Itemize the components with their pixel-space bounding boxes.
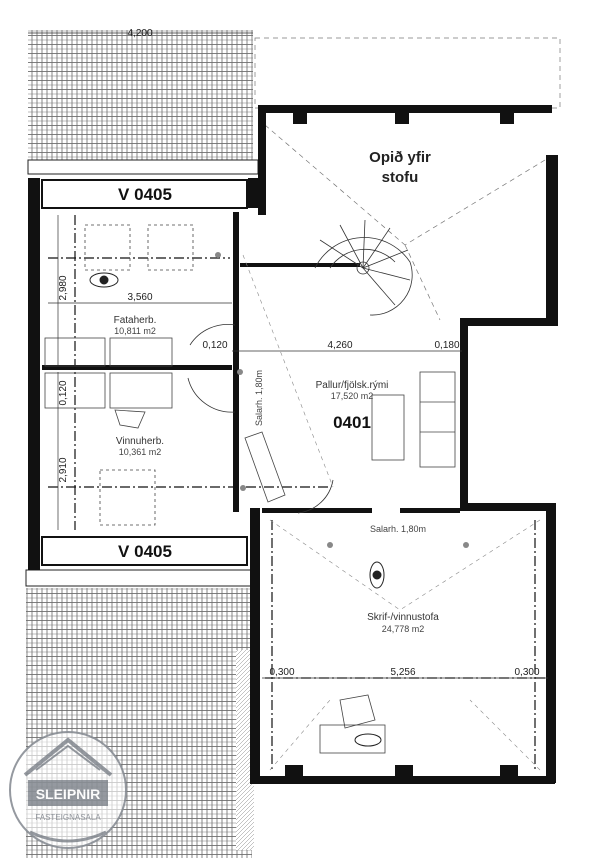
dim-0120-a: 0,120 <box>202 340 227 351</box>
stair-label-horizontal: Salarh. 1,80m <box>370 524 426 534</box>
room-skrif-name: Skrif-/vinnustofa <box>367 612 439 623</box>
room-pallur-code: 0401 <box>333 413 371 432</box>
top-dimension-text: 4,200 <box>127 28 152 39</box>
light-points <box>215 252 469 548</box>
room-pallur-name: Pallur/fjölsk.rými <box>316 380 389 391</box>
dimension-lines <box>48 215 548 679</box>
house-roof-icon <box>23 737 113 777</box>
window-strip-bottom <box>41 536 248 566</box>
window-code-top: V 0405 <box>118 185 172 204</box>
spiral-stair <box>314 219 413 316</box>
room-pallur-area: 17,520 m2 <box>331 391 374 401</box>
dim-0120-b: 0,120 <box>58 380 69 405</box>
room-vinnuherb-area: 10,361 m2 <box>119 447 162 457</box>
eave-bottom <box>25 569 257 587</box>
room-skrif-area: 24,778 m2 <box>382 624 425 634</box>
logo-name: SLEIPNIR <box>36 786 101 802</box>
dim-2910: 2,910 <box>58 457 69 482</box>
open-above-label-line2: stofu <box>382 169 419 186</box>
window-strip-top <box>41 179 248 209</box>
furniture <box>44 224 456 754</box>
roof-tiles-top <box>28 30 253 160</box>
top-dimension: 4,200 <box>28 28 253 39</box>
eave-top <box>27 159 259 175</box>
room-vinnuherb-name: Vinnuherb. <box>116 436 164 447</box>
dim-0180: 0,180 <box>434 340 459 351</box>
dim-3560: 3,560 <box>127 292 152 303</box>
dim-0300-right: 0,300 <box>514 667 539 678</box>
person-figures <box>89 272 385 747</box>
dim-2980: 2,980 <box>58 275 69 300</box>
logo-swoosh <box>29 830 107 843</box>
room-fataherb-name: Fataherb. <box>114 315 157 326</box>
roof-edge-bottom <box>236 650 254 850</box>
door-swings <box>187 324 334 514</box>
window-marks <box>285 108 518 779</box>
open-above-label-line1: Opið yfir <box>369 149 431 166</box>
stair-label-vertical: Salarh. 1,80m <box>254 370 264 426</box>
ceiling-slope-lines <box>242 254 541 771</box>
dim-5256: 5,256 <box>390 667 415 678</box>
window-code-bottom: V 0405 <box>118 542 172 561</box>
sleipnir-logo: SLEIPNIR FASTEIGNASALA <box>9 731 127 849</box>
dim-0300-left: 0,300 <box>269 667 294 678</box>
dim-4260: 4,260 <box>327 340 352 351</box>
open-above-area <box>254 37 561 321</box>
room-fataherb-area: 10,811 m2 <box>114 326 156 336</box>
logo-subtitle: FASTEIGNASALA <box>35 813 101 822</box>
